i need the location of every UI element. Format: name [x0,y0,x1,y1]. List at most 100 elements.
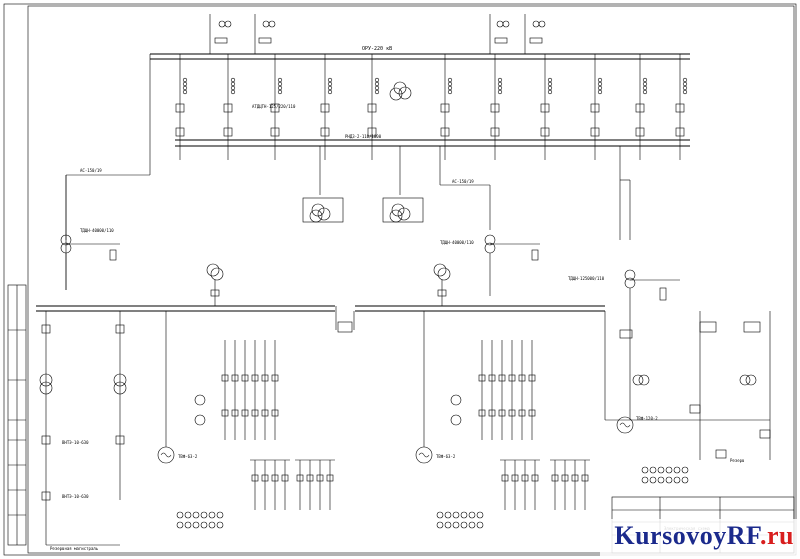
motor-symbol [216,521,224,529]
panel-breaker [551,474,559,482]
bay-breaker [223,127,233,137]
bay-ct [374,85,380,91]
bus-220kv [66,53,690,176]
motor-symbol [665,466,673,474]
watermark-backdrop [600,519,800,559]
bay-ct [547,85,553,91]
label-ac1: АС-150/19 [80,168,102,173]
bay-ct [547,77,553,83]
motor-symbol [673,466,681,474]
bay-breaker [223,103,233,113]
transformer-t1 [60,234,120,290]
generators [157,311,634,464]
label-vnt2: ВНТЭ-10-630 [62,494,89,499]
bay-ct [597,85,603,91]
bay-ct [327,85,333,91]
panel-breaker [306,474,314,482]
bay-ct [182,81,188,87]
panel-breaker [271,409,279,417]
panel-breaker [521,474,529,482]
panel-breaker [581,474,589,482]
bay-breaker [367,127,377,137]
bay-breaker [175,127,185,137]
sheet-frame [3,3,797,556]
bay-breaker [270,127,280,137]
bay-ct [642,77,648,83]
motor-symbol [681,466,689,474]
bay-ct [277,77,283,83]
panel-breaker [326,474,334,482]
bay-ct [182,89,188,95]
bay-breaker [675,103,685,113]
bay-ct [182,77,188,83]
bay-ct [642,81,648,87]
watermark-logo[interactable]: KursovoyRF.ru [614,521,794,550]
top-incoming-lines [209,14,546,54]
bay-ct [327,89,333,95]
panel-breaker [271,474,279,482]
bay-breaker [675,127,685,137]
label-vnt1: ВНТЭ-10-630 [62,440,89,445]
panel-breaker [241,374,249,382]
panel-breaker [296,474,304,482]
motor-symbol [657,476,665,484]
motor-symbol [444,511,452,519]
bay-ct [497,85,503,91]
panel-breaker [571,474,579,482]
panel-breaker [231,374,239,382]
motor-symbol [436,521,444,529]
bay-breaker [440,127,450,137]
panel-breaker [478,374,486,382]
panel-breaker [561,474,569,482]
bay-ct [497,89,503,95]
motor-symbol [460,521,468,529]
motor-symbol [200,521,208,529]
bay-breaker [270,103,280,113]
panel-breaker [281,474,289,482]
motor-symbol [468,511,476,519]
panel-breaker [251,474,259,482]
bay-breaker [540,127,550,137]
right-bay [604,311,771,460]
panel-breaker [508,409,516,417]
motor-symbol [649,466,657,474]
panel-breaker [498,374,506,382]
panel-breaker [231,409,239,417]
panel-breaker [518,409,526,417]
panel-breaker [508,374,516,382]
panel-breaker [241,409,249,417]
panel-breaker [251,374,259,382]
panel-breaker [271,374,279,382]
bay-breaker [490,103,500,113]
label-t3: ТДЦН-125000/110 [568,276,605,281]
bay-ct [547,89,553,95]
motor-symbol [657,466,665,474]
bay-ct [230,85,236,91]
bay-breaker [540,103,550,113]
label-atdct: АТДЦТН-125/220/110 [252,104,296,109]
bay-ct [597,89,603,95]
bay-ct [374,77,380,83]
bay-ct [682,85,688,91]
motor-symbol [436,511,444,519]
motor-symbol [649,476,657,484]
bay-ct [642,85,648,91]
label-g2: ТВФ-63-2 [436,454,456,459]
bay-breaker [635,127,645,137]
panel-breaker [501,474,509,482]
bay-ct [682,89,688,95]
panel-breaker [251,409,259,417]
left-feeders [39,311,127,546]
motor-symbol [208,521,216,529]
panel-breaker [528,409,536,417]
motor-symbol [192,511,200,519]
motor-symbol [176,511,184,519]
bay-breaker [490,127,500,137]
bus-10kv [36,305,605,333]
bay-ct [682,77,688,83]
bay-ct [374,89,380,95]
motor-symbol [444,521,452,529]
left-stamp [7,284,27,546]
bay-ct [447,81,453,87]
